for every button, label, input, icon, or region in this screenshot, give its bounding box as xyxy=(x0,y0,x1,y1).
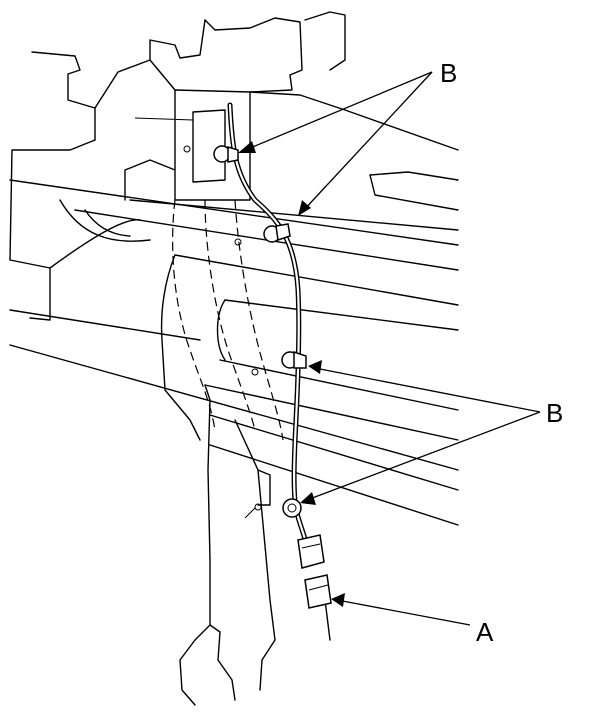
connector-upper xyxy=(297,534,325,569)
clip-lower xyxy=(282,498,302,518)
clip-middle xyxy=(251,350,307,376)
clip-top xyxy=(213,145,239,163)
hidden-lines xyxy=(172,199,284,441)
clip-upper xyxy=(234,223,291,246)
connector-a xyxy=(304,574,332,609)
leader-lines xyxy=(238,71,541,626)
callout-b-top: B xyxy=(440,58,457,88)
upper-bracket xyxy=(134,11,459,201)
callout-b-right: B xyxy=(546,398,563,428)
panel-lines xyxy=(9,179,459,526)
panel-body xyxy=(9,51,459,321)
callout-a: A xyxy=(476,617,494,647)
lower-bracket xyxy=(160,254,276,706)
